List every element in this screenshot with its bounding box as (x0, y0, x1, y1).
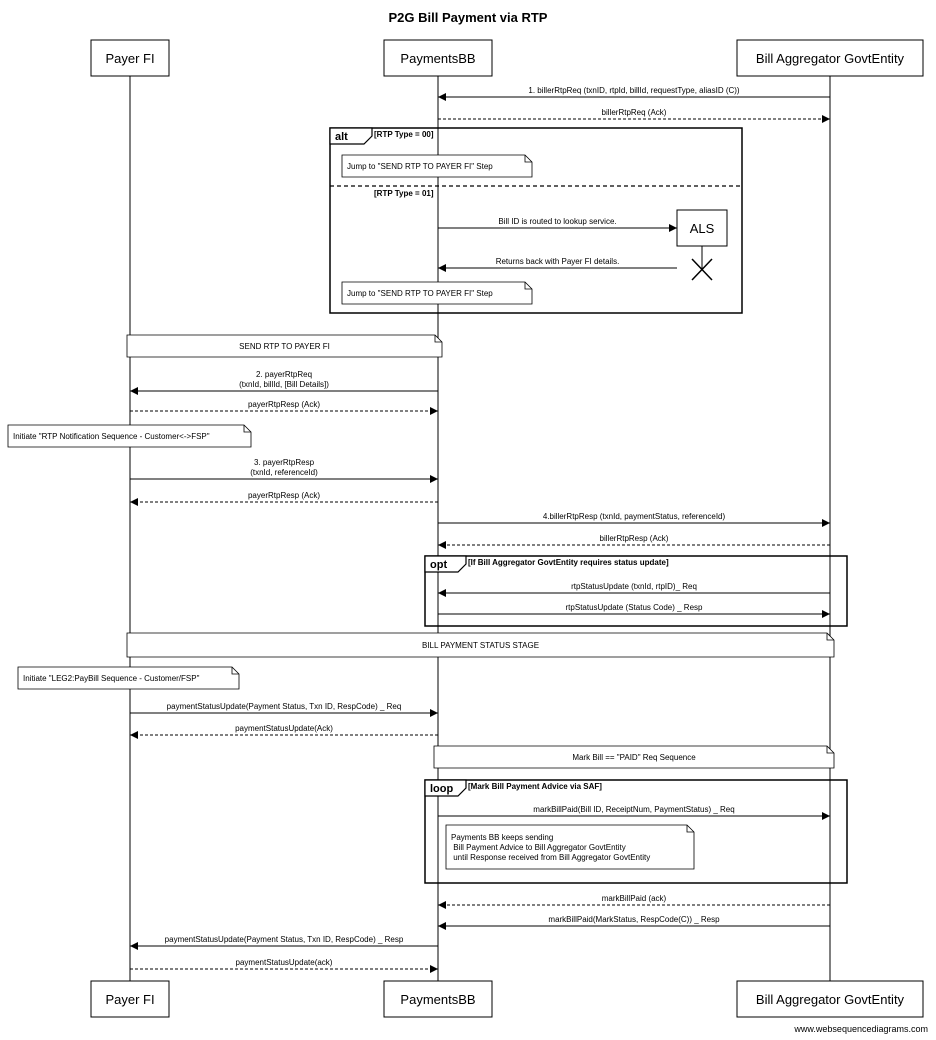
frame-guard: [RTP Type = 01] (374, 189, 434, 198)
message: payerRtpResp (Ack) (130, 491, 438, 506)
message: 3. payerRtpResp(txnId, referenceId) (130, 458, 438, 483)
participant-payments-bb-top: PaymentsBB (383, 39, 493, 77)
note-text: Jump to "SEND RTP TO PAYER FI" Step (347, 162, 493, 171)
message: rtpStatusUpdate (Status Code) _ Resp (438, 603, 830, 618)
note: Mark Bill == "PAID" Req Sequence (433, 745, 835, 769)
participant-label: Bill Aggregator GovtEntity (756, 992, 905, 1007)
message-label: markBillPaid (ack) (602, 894, 667, 903)
note: BILL PAYMENT STATUS STAGE (126, 632, 835, 658)
message: 2. payerRtpReq(txnId, billId, [Bill Deta… (130, 370, 438, 395)
message: markBillPaid(MarkStatus, RespCode(C)) _ … (438, 915, 830, 930)
message: markBillPaid (ack) (438, 894, 830, 909)
message: payerRtpResp (Ack) (130, 400, 438, 415)
message-label: 2. payerRtpReq (256, 370, 312, 379)
note-text: until Response received from Bill Aggreg… (451, 853, 650, 862)
als-label: ALS (690, 221, 715, 236)
message-label: paymentStatusUpdate(ack) (236, 958, 333, 967)
message-label: Returns back with Payer FI details. (496, 257, 620, 266)
note: Initiate "LEG2:PayBill Sequence - Custom… (17, 666, 240, 690)
message-label: billerRtpReq (Ack) (602, 108, 667, 117)
participant-label: PaymentsBB (400, 51, 475, 66)
lifelines (129, 76, 831, 981)
note: Payments BB keeps sending Bill Payment A… (445, 824, 695, 870)
note-text: Initiate "LEG2:PayBill Sequence - Custom… (23, 674, 200, 683)
message-label: 4.billerRtpResp (txnId, paymentStatus, r… (543, 512, 726, 521)
message-label: rtpStatusUpdate (Status Code) _ Resp (566, 603, 704, 612)
participant-label: Bill Aggregator GovtEntity (756, 51, 905, 66)
note-text: Payments BB keeps sending (451, 833, 553, 842)
participant-payments-bb-bottom: PaymentsBB (383, 980, 493, 1018)
message-label: billerRtpResp (Ack) (600, 534, 669, 543)
messages: 1. billerRtpReq (txnID, rtpId, billId, r… (130, 86, 830, 973)
frame-guard: [Mark Bill Payment Advice via SAF] (468, 782, 602, 791)
message: 1. billerRtpReq (txnID, rtpId, billId, r… (438, 86, 830, 101)
participant-bill-aggregator-top: Bill Aggregator GovtEntity (736, 39, 924, 77)
message-label: (txnId, billId, [Bill Details]) (239, 380, 329, 389)
note-text: SEND RTP TO PAYER FI (239, 342, 330, 351)
loop-frame: loop [Mark Bill Payment Advice via SAF] (424, 779, 848, 884)
message: markBillPaid(Bill ID, ReceiptNum, Paymen… (438, 805, 830, 820)
participant-payer-fi-bottom: Payer FI (90, 980, 170, 1018)
message-label: (txnId, referenceId) (250, 468, 318, 477)
note: Initiate "RTP Notification Sequence - Cu… (7, 424, 252, 448)
alt-frame: alt [RTP Type = 00] [RTP Type = 01] (329, 127, 743, 314)
message-label: 3. payerRtpResp (254, 458, 315, 467)
message: paymentStatusUpdate(Payment Status, Txn … (130, 935, 438, 950)
message-label: payerRtpResp (Ack) (248, 400, 320, 409)
message: billerRtpReq (Ack) (438, 108, 830, 123)
message: paymentStatusUpdate(Payment Status, Txn … (130, 702, 438, 717)
message-label: payerRtpResp (Ack) (248, 491, 320, 500)
note: Jump to "SEND RTP TO PAYER FI" Step (341, 154, 533, 178)
frame-guard: [RTP Type = 00] (374, 130, 434, 139)
message: paymentStatusUpdate(Ack) (130, 724, 438, 739)
participant-label: Payer FI (105, 51, 154, 66)
message-label: markBillPaid(Bill ID, ReceiptNum, Paymen… (533, 805, 734, 814)
note-text: Mark Bill == "PAID" Req Sequence (572, 753, 696, 762)
participant-payer-fi-top: Payer FI (90, 39, 170, 77)
message: billerRtpResp (Ack) (438, 534, 830, 549)
participant-label: PaymentsBB (400, 992, 475, 1007)
note-text: BILL PAYMENT STATUS STAGE (422, 641, 539, 650)
message: paymentStatusUpdate(ack) (130, 958, 438, 973)
diagram-title: P2G Bill Payment via RTP (389, 10, 548, 25)
message: Returns back with Payer FI details. (438, 257, 677, 272)
message: rtpStatusUpdate (txnId, rtpID)_ Req (438, 582, 830, 597)
note-text: Initiate "RTP Notification Sequence - Cu… (13, 432, 210, 441)
message-label: 1. billerRtpReq (txnID, rtpId, billId, r… (528, 86, 740, 95)
note-text: Bill Payment Advice to Bill Aggregator G… (451, 843, 626, 852)
frame-guard: [If Bill Aggregator GovtEntity requires … (468, 558, 669, 567)
opt-frame: opt [If Bill Aggregator GovtEntity requi… (424, 555, 848, 627)
frame-kind-label: opt (430, 559, 447, 571)
participant-label: Payer FI (105, 992, 154, 1007)
participant-bill-aggregator-bottom: Bill Aggregator GovtEntity (736, 980, 924, 1018)
message-label: rtpStatusUpdate (txnId, rtpID)_ Req (571, 582, 697, 591)
frame-kind-label: alt (335, 131, 348, 143)
note: SEND RTP TO PAYER FI (126, 334, 443, 358)
frame-kind-label: loop (430, 783, 453, 795)
note-text: Jump to "SEND RTP TO PAYER FI" Step (347, 289, 493, 298)
notes: Jump to "SEND RTP TO PAYER FI" StepJump … (7, 154, 835, 870)
destroy-icon (691, 258, 713, 281)
message: 4.billerRtpResp (txnId, paymentStatus, r… (438, 512, 830, 527)
message: Bill ID is routed to lookup service. (438, 217, 677, 232)
message-label: Bill ID is routed to lookup service. (498, 217, 616, 226)
watermark: www.websequencediagrams.com (793, 1024, 928, 1034)
message-label: paymentStatusUpdate(Payment Status, Txn … (165, 935, 404, 944)
message-label: paymentStatusUpdate(Ack) (235, 724, 333, 733)
message-label: markBillPaid(MarkStatus, RespCode(C)) _ … (548, 915, 720, 924)
message-label: paymentStatusUpdate(Payment Status, Txn … (167, 702, 402, 711)
note: Jump to "SEND RTP TO PAYER FI" Step (341, 281, 533, 305)
als-participant: ALS (676, 209, 728, 281)
